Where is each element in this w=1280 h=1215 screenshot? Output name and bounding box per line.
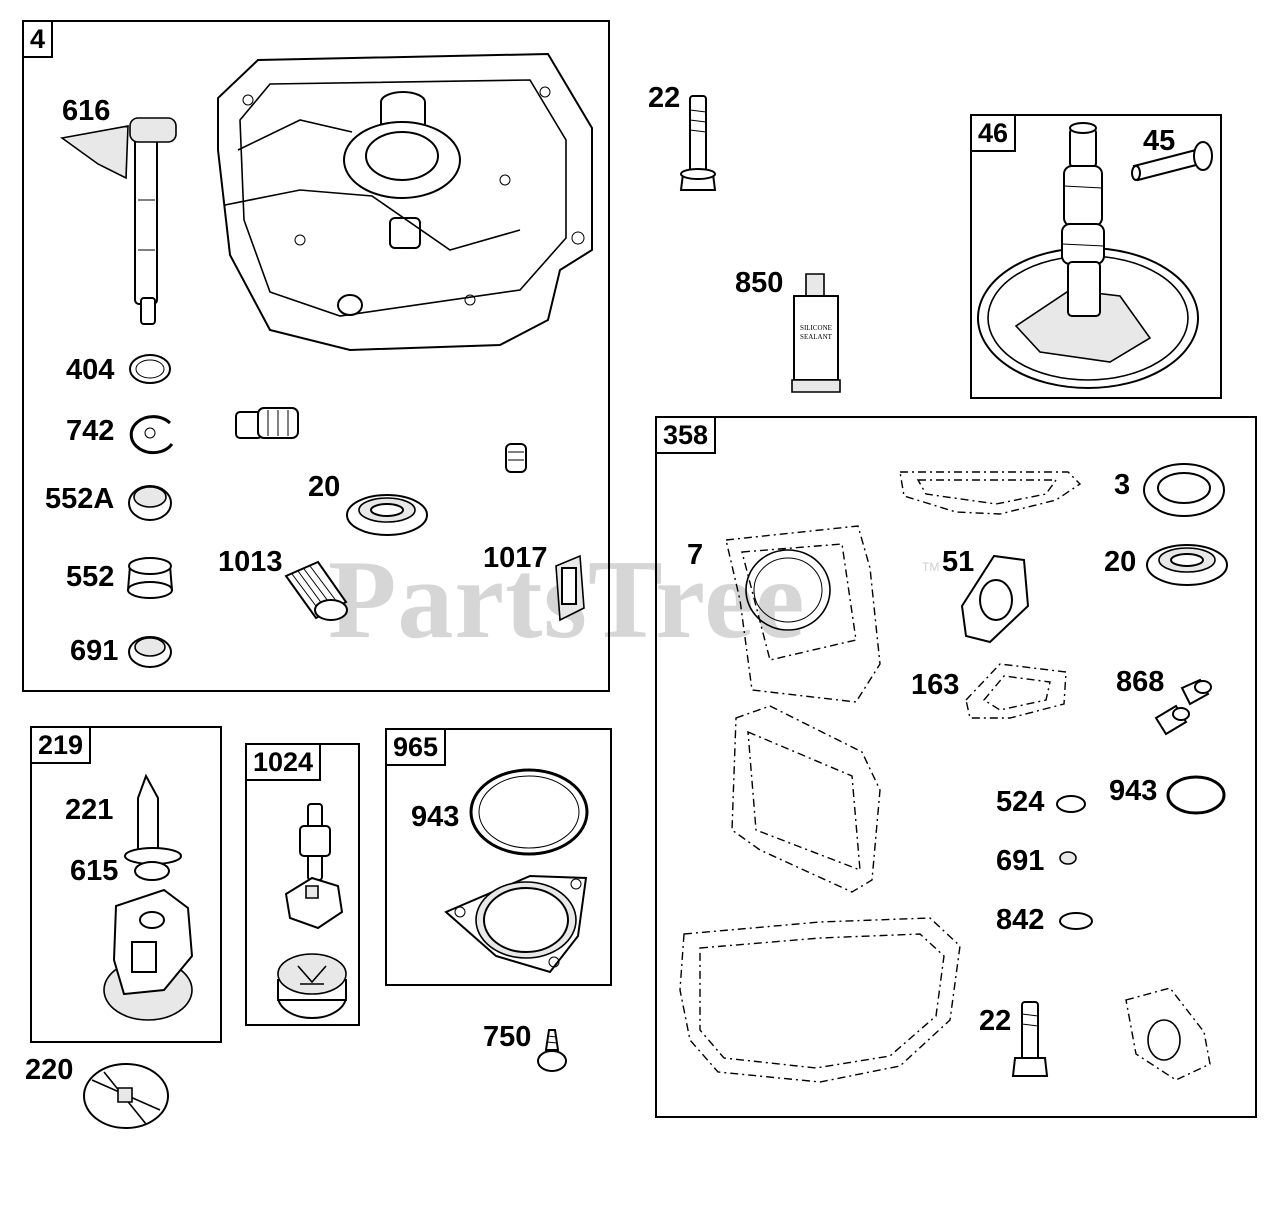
sealant-tube-850-drawing[interactable]: SILICONE SEALANT	[792, 274, 840, 392]
tube-label-line2: SEALANT	[800, 333, 833, 341]
retaining-ring-742-drawing[interactable]	[131, 417, 172, 453]
group-tag-219[interactable]: 219	[30, 726, 92, 764]
label-691-right[interactable]: 691	[996, 845, 1045, 877]
oil-seal-20-right-drawing[interactable]	[1147, 545, 1227, 585]
label-22-bottom[interactable]: 22	[979, 1005, 1012, 1037]
washer-615-drawing[interactable]	[135, 862, 169, 880]
group-tag-46[interactable]: 46	[970, 114, 1017, 152]
label-616[interactable]: 616	[62, 95, 111, 127]
screen-220-drawing[interactable]	[84, 1064, 168, 1128]
group-tag-4[interactable]: 4	[22, 20, 54, 58]
group-box-1024: 1024	[245, 743, 360, 1026]
label-22-top[interactable]: 22	[648, 82, 681, 114]
bolt-22-bottom-drawing[interactable]	[1013, 1002, 1047, 1076]
gasket-51-drawing[interactable]	[962, 556, 1028, 642]
seal-691-right-drawing[interactable]	[1060, 852, 1076, 864]
group-box-358: 358	[655, 416, 1257, 1118]
label-943-left[interactable]: 943	[411, 801, 460, 833]
label-552A[interactable]: 552A	[45, 483, 115, 515]
label-221[interactable]: 221	[65, 794, 114, 826]
label-552[interactable]: 552	[66, 561, 115, 593]
oring-524-drawing[interactable]	[1057, 796, 1085, 812]
head-gasket-7-drawing[interactable]	[726, 526, 880, 702]
label-20-left[interactable]: 20	[308, 471, 341, 503]
clip-1017-drawing[interactable]	[556, 556, 584, 620]
group-box-965: 965	[385, 728, 612, 986]
label-615[interactable]: 615	[70, 855, 119, 887]
screw-750-drawing[interactable]	[538, 1030, 566, 1071]
pump-cover-gasket-drawing[interactable]	[446, 876, 586, 972]
pump-rotor-inner-drawing[interactable]	[286, 878, 342, 928]
oil-pump-gear-drawing[interactable]	[104, 890, 192, 1020]
oil-seal-20-left-drawing[interactable]	[347, 495, 427, 535]
group-box-46: 46	[970, 114, 1222, 399]
oring-404-drawing[interactable]	[130, 355, 170, 383]
label-51[interactable]: 51	[942, 546, 975, 578]
small-plug-drawing[interactable]	[506, 444, 526, 472]
label-45[interactable]: 45	[1143, 125, 1176, 157]
group-box-4: 4	[22, 20, 610, 692]
spring-1013-drawing[interactable]	[286, 562, 347, 620]
pipe-plug-drawing[interactable]	[236, 408, 298, 438]
pin-221-drawing[interactable]	[125, 776, 181, 864]
label-1017[interactable]: 1017	[483, 542, 548, 574]
gasket-top-drawing[interactable]	[900, 472, 1080, 514]
label-943-right[interactable]: 943	[1109, 775, 1158, 807]
crankcase-cover-drawing[interactable]	[218, 54, 592, 350]
label-742[interactable]: 742	[66, 415, 115, 447]
intake-gasket-drawing[interactable]	[1126, 988, 1210, 1080]
camshaft-46-drawing[interactable]	[978, 123, 1198, 388]
oring-842-drawing[interactable]	[1060, 913, 1092, 929]
tube-label-line1: SILICONE	[800, 324, 832, 332]
pin-45-drawing[interactable]	[1132, 142, 1212, 180]
label-868[interactable]: 868	[1116, 666, 1165, 698]
label-524[interactable]: 524	[996, 786, 1045, 818]
label-220[interactable]: 220	[25, 1054, 74, 1086]
label-842[interactable]: 842	[996, 904, 1045, 936]
pump-shaft-drawing[interactable]	[300, 804, 330, 880]
label-20-right[interactable]: 20	[1104, 546, 1137, 578]
bushing-552A-drawing[interactable]	[129, 486, 171, 520]
label-163[interactable]: 163	[911, 669, 960, 701]
group-tag-1024[interactable]: 1024	[245, 743, 322, 781]
label-404[interactable]: 404	[66, 354, 115, 386]
gasket-163-drawing[interactable]	[966, 664, 1066, 718]
bushing-552-drawing[interactable]	[128, 558, 172, 598]
group-tag-965[interactable]: 965	[385, 728, 447, 766]
dowel-868-drawing[interactable]	[1156, 680, 1211, 734]
label-750[interactable]: 750	[483, 1021, 532, 1053]
group-box-219: 219	[30, 726, 222, 1043]
label-3[interactable]: 3	[1114, 469, 1131, 501]
governor-shaft-616-drawing[interactable]	[62, 118, 176, 324]
label-1013[interactable]: 1013	[218, 546, 283, 578]
seal-691-drawing[interactable]	[129, 637, 171, 667]
label-7[interactable]: 7	[687, 539, 704, 571]
trademark-mark: TM	[922, 560, 940, 574]
pump-rotor-outer-drawing[interactable]	[278, 954, 346, 1018]
seal-ring-3-drawing[interactable]	[1144, 464, 1224, 516]
group-tag-358[interactable]: 358	[655, 416, 717, 454]
bolt-22-top-drawing[interactable]	[681, 96, 715, 190]
label-691-left[interactable]: 691	[70, 635, 119, 667]
oring-943-left-drawing[interactable]	[471, 770, 587, 854]
valve-cover-gasket-drawing[interactable]	[732, 706, 880, 892]
label-850[interactable]: 850	[735, 267, 784, 299]
oring-943-right-drawing[interactable]	[1168, 777, 1224, 813]
crankcase-gasket-drawing[interactable]	[680, 918, 960, 1082]
